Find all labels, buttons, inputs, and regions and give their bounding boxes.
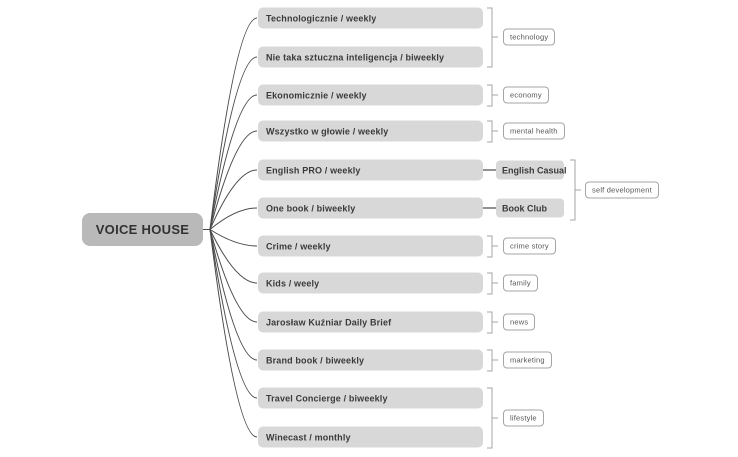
bracket-economy <box>487 84 498 107</box>
branch-node-jaroslaw-kuzniar[interactable]: Jarosław Kuźniar Daily Brief <box>258 311 483 333</box>
branch-node-nie-taka-sztuczna[interactable]: Nie taka sztuczna inteligencja / biweekl… <box>258 46 483 68</box>
branch-node-travel-concierge[interactable]: Travel Concierge / biweekly <box>258 387 483 409</box>
tag-crime-story[interactable]: crime story <box>503 237 556 255</box>
tag-economy[interactable]: economy <box>503 86 549 104</box>
tag-lifestyle[interactable]: lifestyle <box>503 409 544 427</box>
branch-node-winecast[interactable]: Winecast / monthly <box>258 426 483 448</box>
tag-family[interactable]: family <box>503 274 538 292</box>
branch-connector <box>209 229 258 284</box>
branch-connector <box>209 229 258 323</box>
branch-connector <box>209 130 258 230</box>
tag-self-development[interactable]: self development <box>585 181 659 199</box>
branch-node-english-pro[interactable]: English PRO / weekly <box>258 159 483 181</box>
branch-node-wszystko-w-glowie[interactable]: Wszystko w głowie / weekly <box>258 120 483 142</box>
branch-node-kids[interactable]: Kids / weely <box>258 272 483 294</box>
bracket-self-development <box>570 159 581 221</box>
tag-technology[interactable]: technology <box>503 28 556 46</box>
branch-connector <box>209 229 258 438</box>
branch-connector <box>209 169 258 230</box>
branch-node-brand-book[interactable]: Brand book / biweekly <box>258 349 483 371</box>
branch-node-one-book[interactable]: One book / biweekly <box>258 197 483 219</box>
bracket-news <box>487 311 498 334</box>
bracket-mental-health <box>487 120 498 143</box>
branch-node-crime[interactable]: Crime / weekly <box>258 235 483 257</box>
tag-marketing[interactable]: marketing <box>503 351 552 369</box>
tag-mental-health[interactable]: mental health <box>503 122 565 140</box>
tag-news[interactable]: news <box>503 313 536 331</box>
branch-connector <box>209 94 258 230</box>
branch-connector <box>209 56 258 230</box>
branch-connector <box>209 229 258 399</box>
branch-node-technologicznie[interactable]: Technologicznie / weekly <box>258 7 483 29</box>
bracket-lifestyle <box>487 387 498 449</box>
bracket-crime-story <box>487 235 498 258</box>
sub-node-english-casual[interactable]: English Casual <box>496 160 567 180</box>
branch-connector <box>209 207 258 230</box>
sub-node-book-club[interactable]: Book Club <box>496 198 564 218</box>
bracket-family <box>487 272 498 295</box>
branch-connector <box>209 229 258 361</box>
root-node-voice-house[interactable]: VOICE HOUSE <box>82 213 203 246</box>
branch-connector <box>209 229 258 247</box>
branch-node-ekonomicznie[interactable]: Ekonomicznie / weekly <box>258 84 483 106</box>
bracket-marketing <box>487 349 498 372</box>
bracket-technology <box>487 7 498 68</box>
branch-connector <box>209 17 258 230</box>
